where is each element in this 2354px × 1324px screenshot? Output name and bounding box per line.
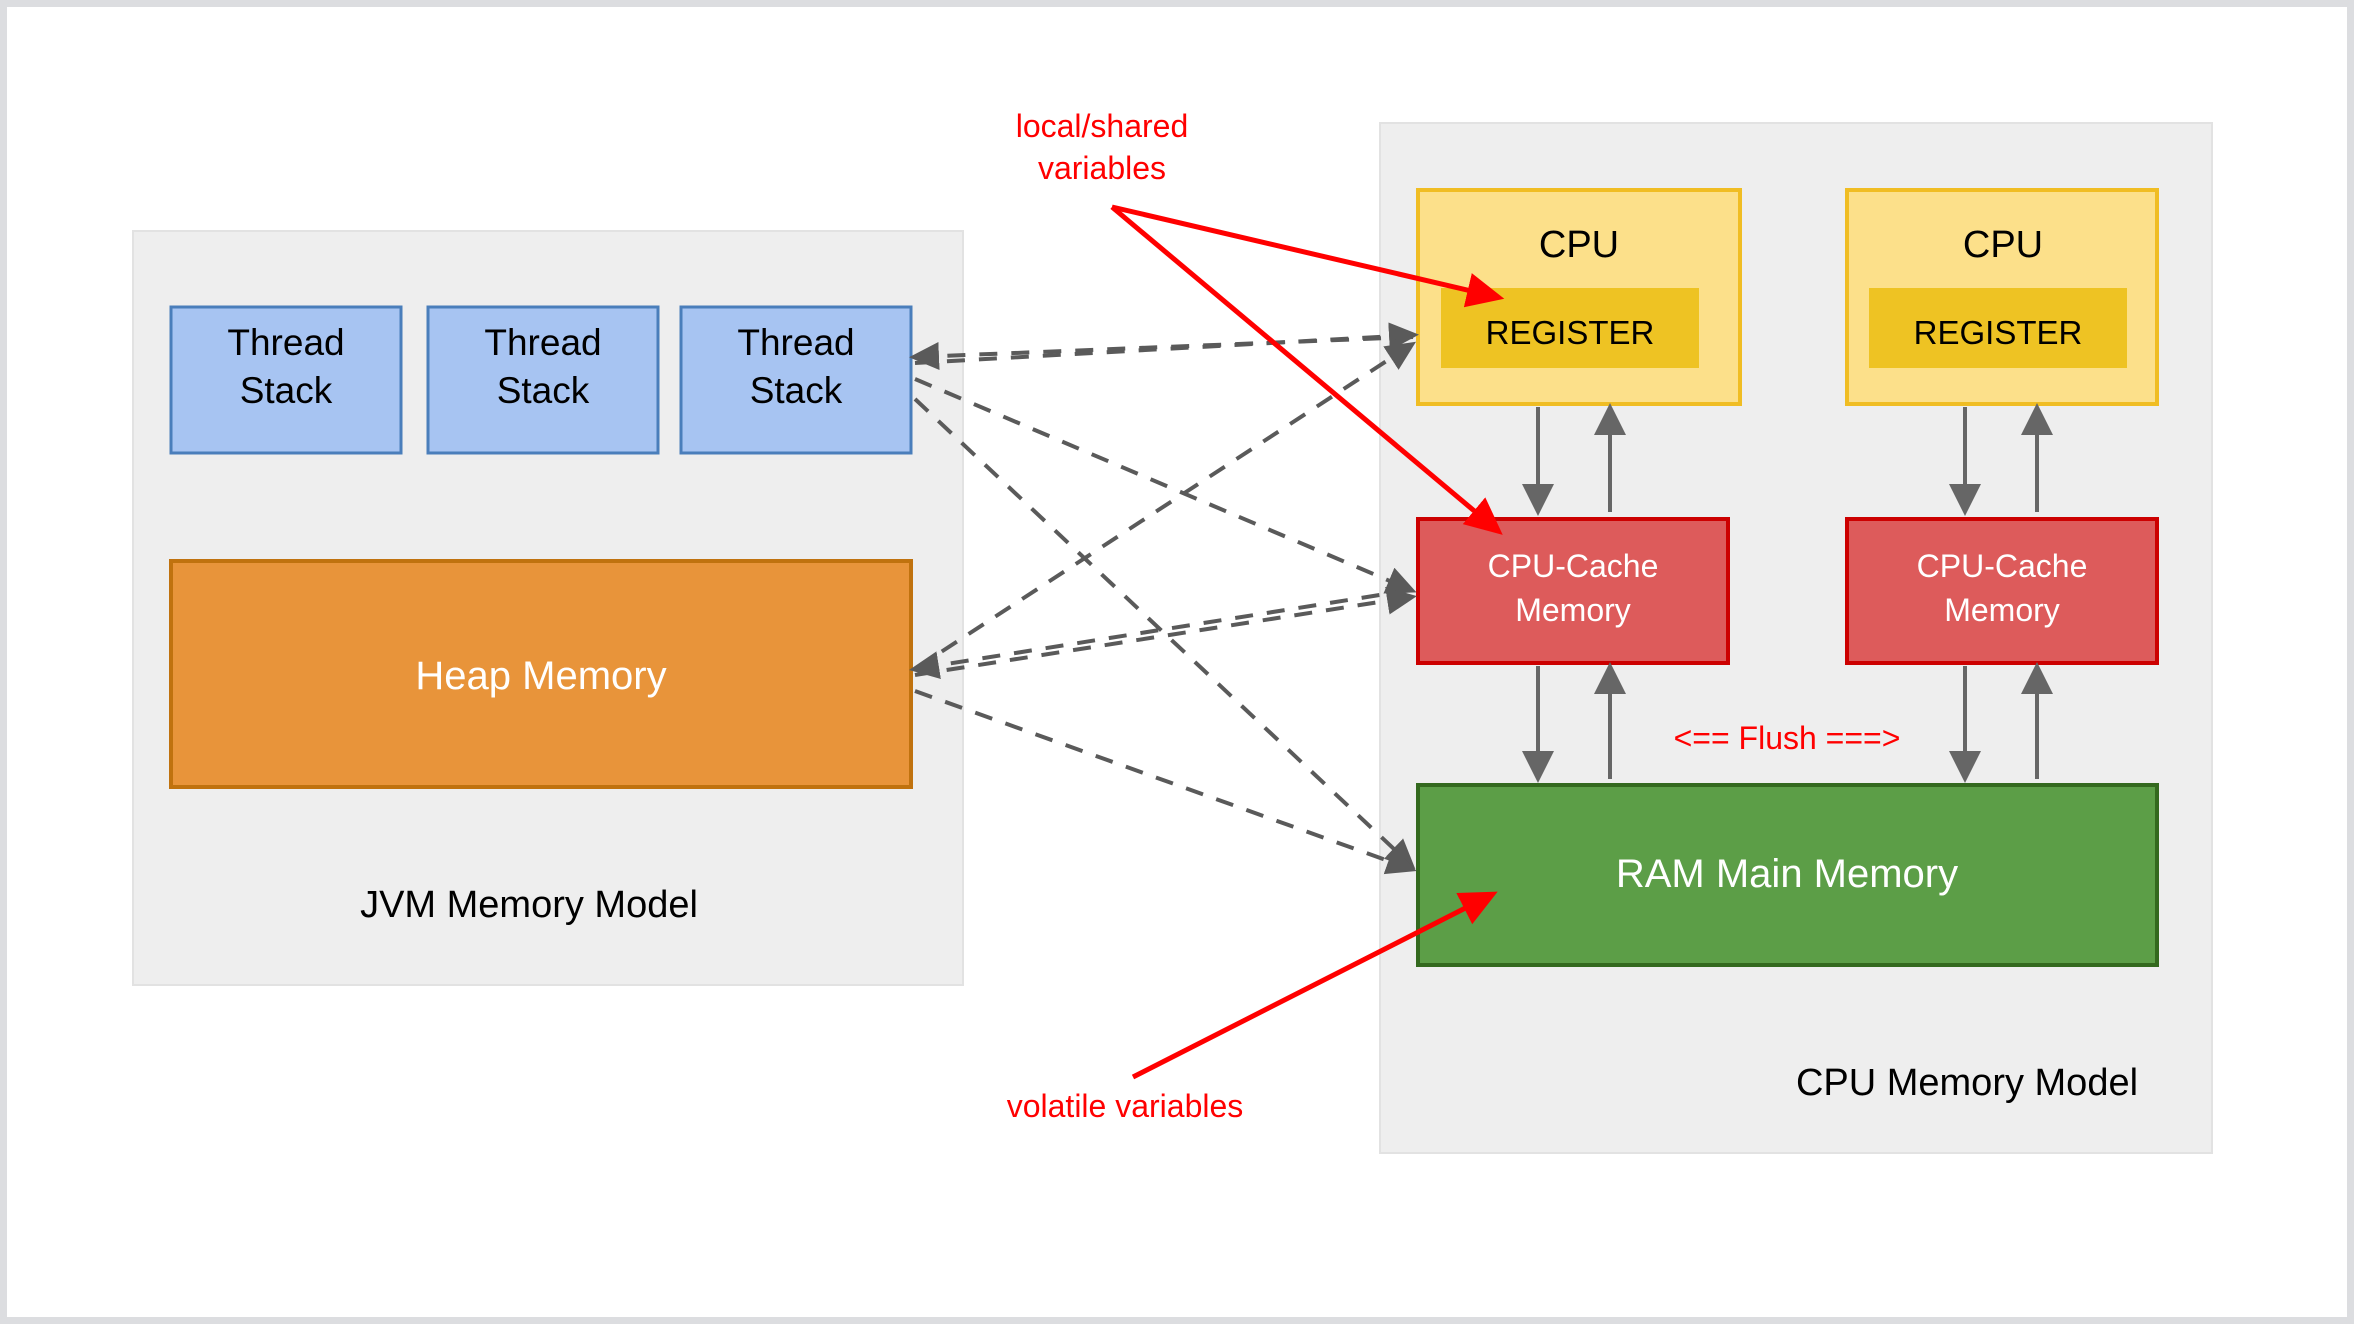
cpu-cache-2[interactable]: CPU-Cache Memory bbox=[1845, 517, 2159, 665]
register-box[interactable] bbox=[1869, 288, 2127, 368]
memory-model-diagram: Thread Stack Thread Stack Thread Stack H… bbox=[132, 108, 2213, 1154]
ram-main-memory-label: RAM Main Memory bbox=[1616, 852, 1958, 896]
cpu-2[interactable]: CPU REGISTER bbox=[1845, 188, 2159, 406]
thread-stack-box[interactable] bbox=[169, 305, 403, 455]
cpu-label: CPU bbox=[1539, 224, 1619, 266]
thread-stack-box[interactable] bbox=[426, 305, 660, 455]
volatile-annotation: volatile variables bbox=[1007, 891, 1498, 1124]
cache-to-heap-arrow bbox=[909, 588, 1412, 680]
flush-label: <== Flush ===> bbox=[1674, 720, 1901, 756]
cpu-cache-label-line2: Memory bbox=[1944, 592, 2060, 628]
thread-stack-box[interactable] bbox=[679, 305, 913, 455]
volatile-to-ram-arrow bbox=[1131, 891, 1498, 1080]
cpu-cache-label-line1: CPU-Cache bbox=[1917, 548, 2088, 584]
local-shared-label-line2: variables bbox=[1038, 150, 1166, 186]
thread-stack-2[interactable]: Thread Stack bbox=[426, 305, 660, 455]
thread-stack-label-line2: Stack bbox=[497, 370, 590, 411]
thread-stack-3[interactable]: Thread Stack bbox=[679, 305, 913, 455]
heap-to-cache-arrow bbox=[914, 586, 1417, 677]
heap-to-register-arrow bbox=[913, 341, 1417, 671]
heap-memory[interactable]: Heap Memory bbox=[169, 559, 913, 789]
cpu-cache-label-line1: CPU-Cache bbox=[1488, 548, 1659, 584]
local-shared-to-register-arrow bbox=[1111, 204, 1505, 308]
thread-to-ram-arrow bbox=[913, 397, 1416, 870]
local-shared-annotation: local/shared variables bbox=[1016, 108, 1505, 535]
ram-main-memory-box[interactable] bbox=[1416, 783, 2159, 967]
cpu-label: CPU bbox=[1963, 224, 2043, 266]
cpu-panel-title: CPU Memory Model bbox=[1796, 1062, 2138, 1104]
thread-stack-label-line1: Thread bbox=[737, 322, 854, 363]
cpu-cache-box[interactable] bbox=[1416, 517, 1730, 665]
ram-main-memory[interactable]: RAM Main Memory bbox=[1416, 783, 2159, 967]
heap-memory-box[interactable] bbox=[169, 559, 913, 789]
thread-stack-label-line1: Thread bbox=[484, 322, 601, 363]
thread-stack-label-line1: Thread bbox=[227, 322, 344, 363]
thread-stack-1[interactable]: Thread Stack bbox=[169, 305, 403, 455]
cpu-cache-label-line2: Memory bbox=[1515, 592, 1631, 628]
register-to-thread-arrow bbox=[909, 335, 1414, 371]
jvm-memory-model-panel: Thread Stack Thread Stack Thread Stack H… bbox=[132, 230, 964, 986]
local-shared-label-line1: local/shared bbox=[1016, 108, 1189, 144]
thread-stack-label-line2: Stack bbox=[240, 370, 333, 411]
cpu-memory-model-panel: CPU REGISTER CPU REGISTER CPU-Cache Memo… bbox=[1379, 122, 2213, 1154]
register-label: REGISTER bbox=[1914, 314, 2083, 351]
thread-stack-label-line2: Stack bbox=[750, 370, 843, 411]
jvm-cpu-connectors bbox=[909, 322, 1419, 875]
cpu-1[interactable]: CPU REGISTER bbox=[1416, 188, 1742, 406]
volatile-label: volatile variables bbox=[1007, 1088, 1244, 1124]
heap-memory-label: Heap Memory bbox=[415, 654, 666, 698]
heap-to-ram-arrow bbox=[914, 689, 1417, 875]
local-shared-to-cache-arrow bbox=[1110, 205, 1503, 535]
cpu-cache-1[interactable]: CPU-Cache Memory bbox=[1416, 517, 1730, 665]
thread-to-cache-arrow bbox=[914, 377, 1417, 594]
jvm-panel-title: JVM Memory Model bbox=[360, 884, 698, 926]
cpu-cache-box[interactable] bbox=[1845, 517, 2159, 665]
register-label: REGISTER bbox=[1486, 314, 1655, 351]
